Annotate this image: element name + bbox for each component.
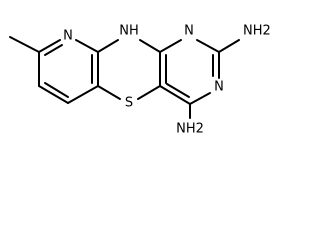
bond-pyridine-c5-c6: [38, 85, 69, 104]
atom-label-bridge-nh: NH: [119, 24, 139, 39]
bond-c4-c4b: [159, 85, 191, 105]
bond-pyridine-n-c8a: [75, 39, 99, 53]
atom-labels: N NH N N NH2 NH2 S: [63, 24, 271, 137]
bond-pyridine-c4a-c5: [67, 85, 99, 104]
bond-c8a-nh: [97, 39, 119, 53]
bond-n3-c4: [189, 92, 211, 105]
bond-c4a-s: [97, 85, 121, 100]
atom-label-amine-lower: NH2: [176, 122, 204, 137]
bond-c2-amine: [218, 39, 240, 53]
atom-label-pyrimidine-nitrogen-lower: N: [214, 80, 224, 95]
atom-label-pyridine-nitrogen: N: [63, 29, 73, 44]
bond-s-c4b: [137, 85, 161, 100]
atom-label-sulfur: S: [125, 96, 133, 111]
bond-pyridine-c5-c6-inner: [44, 82, 69, 98]
bond-c4-c4b-inner: [166, 83, 190, 98]
bond-nh-c9a: [139, 39, 161, 53]
canvas-background: [0, 0, 304, 152]
bond-pyridine-n-c7-inner: [44, 44, 63, 56]
molecule-structure: N NH N N NH2 NH2 S: [0, 0, 304, 152]
bond-c9a-n1: [159, 39, 182, 53]
bond-n1-c2: [196, 39, 220, 53]
bond-skeleton: [9, 36, 240, 119]
atom-label-pyrimidine-nitrogen-upper: N: [184, 24, 194, 39]
atom-label-amine-upper: NH2: [243, 24, 271, 39]
bond-methyl: [9, 36, 40, 53]
bond-pyridine-c7-n: [38, 39, 61, 53]
